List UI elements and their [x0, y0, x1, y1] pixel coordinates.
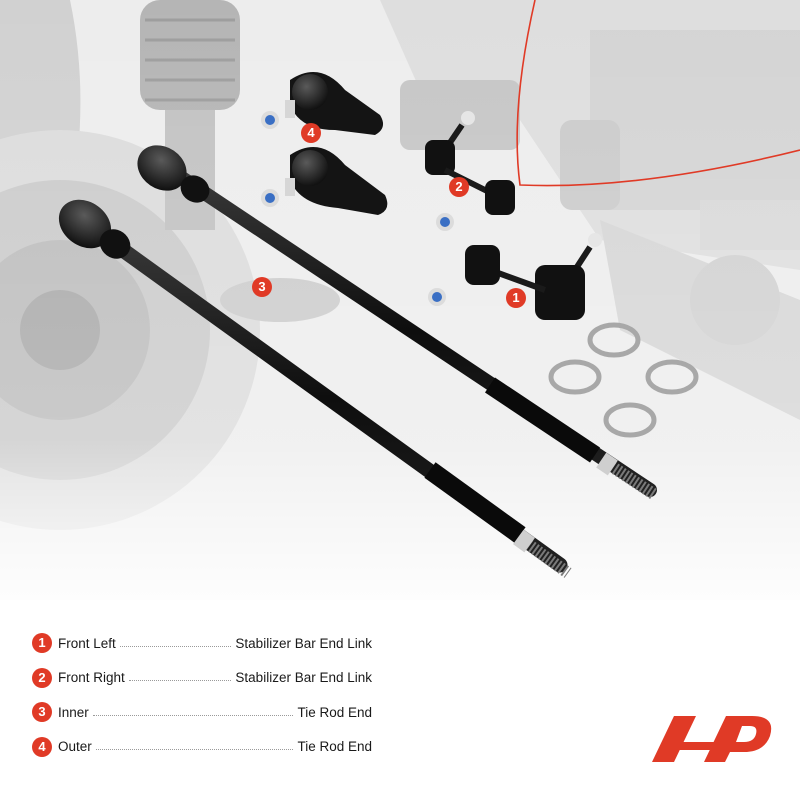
- legend-row-1: 1 Front Left Stabilizer Bar End Link: [32, 626, 372, 661]
- stabilizer-link-left: [428, 233, 602, 320]
- legend-number: 2: [32, 667, 52, 688]
- legend-number: 4: [32, 736, 52, 757]
- legend-leader-line: [128, 680, 232, 682]
- legend-position: Front Left: [58, 635, 116, 651]
- marker-4: 4: [301, 123, 321, 143]
- accent-line: [516, 0, 800, 187]
- legend-number: 1: [32, 633, 52, 654]
- legend-leader-line: [119, 645, 232, 647]
- legend-position: Outer: [58, 739, 92, 755]
- legend-part-name: Stabilizer Bar End Link: [235, 670, 372, 686]
- legend-leader-line: [92, 714, 294, 716]
- legend-row-4: 4 Outer Tie Rod End: [32, 730, 372, 765]
- stabilizer-link-right: [425, 111, 515, 231]
- outer-tie-rod-end-top: [261, 72, 384, 135]
- legend-row-2: 2 Front Right Stabilizer Bar End Link: [32, 661, 372, 696]
- lock-washers: [548, 322, 699, 438]
- inner-tie-rod-rear: [137, 145, 659, 501]
- legend-row-3: 3 Inner Tie Rod End: [32, 695, 372, 730]
- legend-position: Inner: [58, 704, 89, 720]
- marker-3: 3: [252, 277, 272, 297]
- inner-tie-rod-front: [58, 199, 572, 578]
- legend-number: 3: [32, 702, 52, 723]
- legend-position: Front Right: [58, 670, 125, 686]
- legend-leader-line: [95, 749, 294, 751]
- outer-tie-rod-end-bottom: [261, 147, 388, 215]
- parts-legend: 1 Front Left Stabilizer Bar End Link 2 F…: [32, 626, 372, 764]
- brand-logo-icon: [652, 716, 772, 762]
- marker-2: 2: [449, 177, 469, 197]
- legend-part-name: Stabilizer Bar End Link: [235, 635, 372, 651]
- legend-part-name: Tie Rod End: [297, 739, 372, 755]
- marker-1: 1: [506, 288, 526, 308]
- legend-part-name: Tie Rod End: [297, 704, 372, 720]
